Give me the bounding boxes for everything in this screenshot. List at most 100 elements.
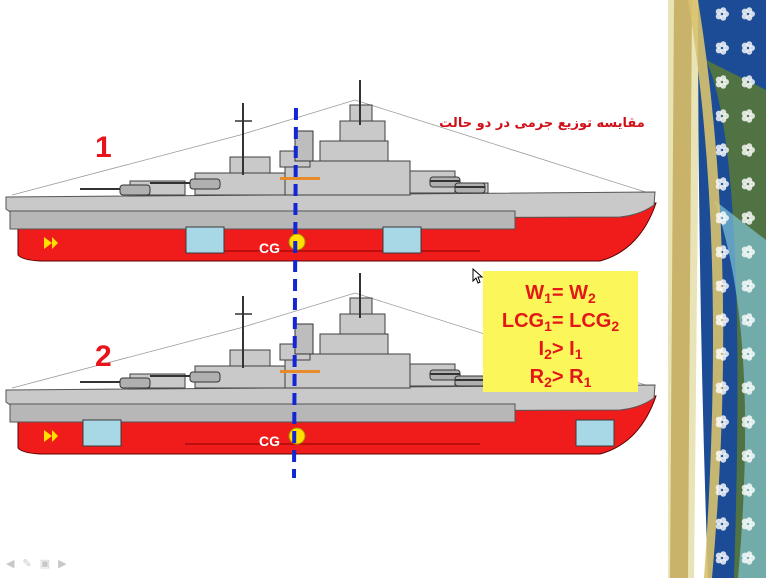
flower-petal — [746, 75, 753, 82]
flower-petal — [741, 455, 748, 462]
propeller — [44, 237, 52, 249]
flower-petal — [720, 75, 727, 82]
flower-petal — [741, 421, 748, 428]
ship-number-2: 2 — [95, 340, 112, 373]
flower-petal — [746, 7, 753, 14]
flower-petal — [746, 517, 753, 524]
superstructure — [229, 156, 271, 174]
armor-belt — [9, 403, 516, 423]
funnel — [294, 323, 314, 355]
flower-petal — [720, 143, 727, 150]
flower-petal — [715, 183, 722, 190]
propeller — [52, 430, 58, 442]
flower-petal — [741, 149, 748, 156]
back-icon[interactable]: ◀ — [6, 558, 15, 570]
flower-petal — [741, 13, 748, 20]
flower-petal — [720, 279, 727, 286]
ship-1 — [5, 80, 657, 262]
formula-weight: W1= W2 — [525, 282, 596, 306]
superstructure — [339, 120, 386, 142]
flower-petal — [746, 177, 753, 184]
cg-vertical-line — [292, 107, 298, 479]
mouse-pointer-icon — [472, 268, 484, 284]
superstructure — [339, 313, 386, 335]
flower-petal — [720, 381, 727, 388]
flower-petal — [720, 483, 727, 490]
flower-petal — [720, 551, 727, 558]
mass-block — [382, 226, 422, 254]
flower-petal — [720, 211, 727, 218]
flower-petal — [720, 109, 727, 116]
flower-petal — [741, 81, 748, 88]
flower-petal — [715, 557, 722, 564]
flower-petal — [715, 523, 722, 530]
deco-stripe — [670, 0, 692, 578]
next-icon[interactable]: ▶ — [58, 558, 67, 570]
flower-petal — [720, 41, 727, 48]
formula-lcg: LCG1= LCG2 — [501, 310, 620, 334]
cg-label-2: CG — [259, 433, 280, 449]
deco-gold — [688, 0, 724, 578]
deco-teal — [714, 200, 766, 578]
flower-petal — [746, 551, 753, 558]
flower-petal — [720, 245, 727, 252]
flower-petal — [746, 245, 753, 252]
flower-petal — [715, 81, 722, 88]
flower-petal — [741, 353, 748, 360]
flower-petal — [741, 523, 748, 530]
slideshow-controls: ◀ ✎ ▣ ▶ — [6, 557, 67, 570]
mass-block — [82, 419, 122, 447]
flower-petal — [741, 217, 748, 224]
flower-petal — [746, 41, 753, 48]
flower-petal — [746, 347, 753, 354]
flower-petal — [741, 285, 748, 292]
superstructure — [229, 349, 271, 367]
flower-petal — [715, 353, 722, 360]
flower-petal — [715, 13, 722, 20]
flower-petal — [746, 211, 753, 218]
superstructure — [319, 140, 389, 162]
deck-detail — [280, 370, 320, 373]
gun-turret — [189, 178, 221, 190]
flower-petal — [720, 313, 727, 320]
flower-petal — [715, 455, 722, 462]
flower-petal — [746, 109, 753, 116]
mass-block — [575, 419, 615, 447]
slide: 1 2 CG CG مقایسه توزیع جرمی در دو حالت W… — [5, 80, 657, 570]
flower-petal — [741, 251, 748, 258]
gun-turret — [119, 377, 151, 389]
flower-petal — [741, 387, 748, 394]
slides-icon[interactable]: ▣ — [39, 558, 51, 570]
armor-belt — [9, 210, 516, 230]
flower-petal — [741, 47, 748, 54]
gun-turret — [189, 371, 221, 383]
flower-petal — [746, 415, 753, 422]
flower-petal — [715, 47, 722, 54]
flower-petal — [741, 115, 748, 122]
flower-petal — [715, 285, 722, 292]
flower-petal — [715, 217, 722, 224]
flower-petal — [715, 115, 722, 122]
decorative-side-panel — [668, 0, 766, 578]
propeller — [52, 237, 58, 249]
flower-petal — [715, 421, 722, 428]
flower-petal — [720, 177, 727, 184]
propeller — [44, 430, 52, 442]
pen-icon[interactable]: ✎ — [22, 558, 32, 570]
flower-petal — [715, 149, 722, 156]
flower-petal — [746, 381, 753, 388]
ship-comparison-diagram — [5, 80, 657, 479]
slide-title: مقایسه توزیع جرمی در دو حالت — [439, 116, 645, 131]
formula-box: W1= W2 LCG1= LCG2 I2> I1 R2> R1 — [483, 271, 638, 392]
flower-petal — [746, 313, 753, 320]
flower-petal — [741, 183, 748, 190]
flower-petal — [720, 449, 727, 456]
flower-petal — [715, 489, 722, 496]
flower-petal — [741, 489, 748, 496]
gun-turret — [119, 184, 151, 196]
cg-label-1: CG — [259, 240, 280, 256]
flower-petal — [741, 557, 748, 564]
flower-petal — [720, 347, 727, 354]
flower-petal — [746, 279, 753, 286]
cg-marker-2 — [288, 427, 306, 445]
